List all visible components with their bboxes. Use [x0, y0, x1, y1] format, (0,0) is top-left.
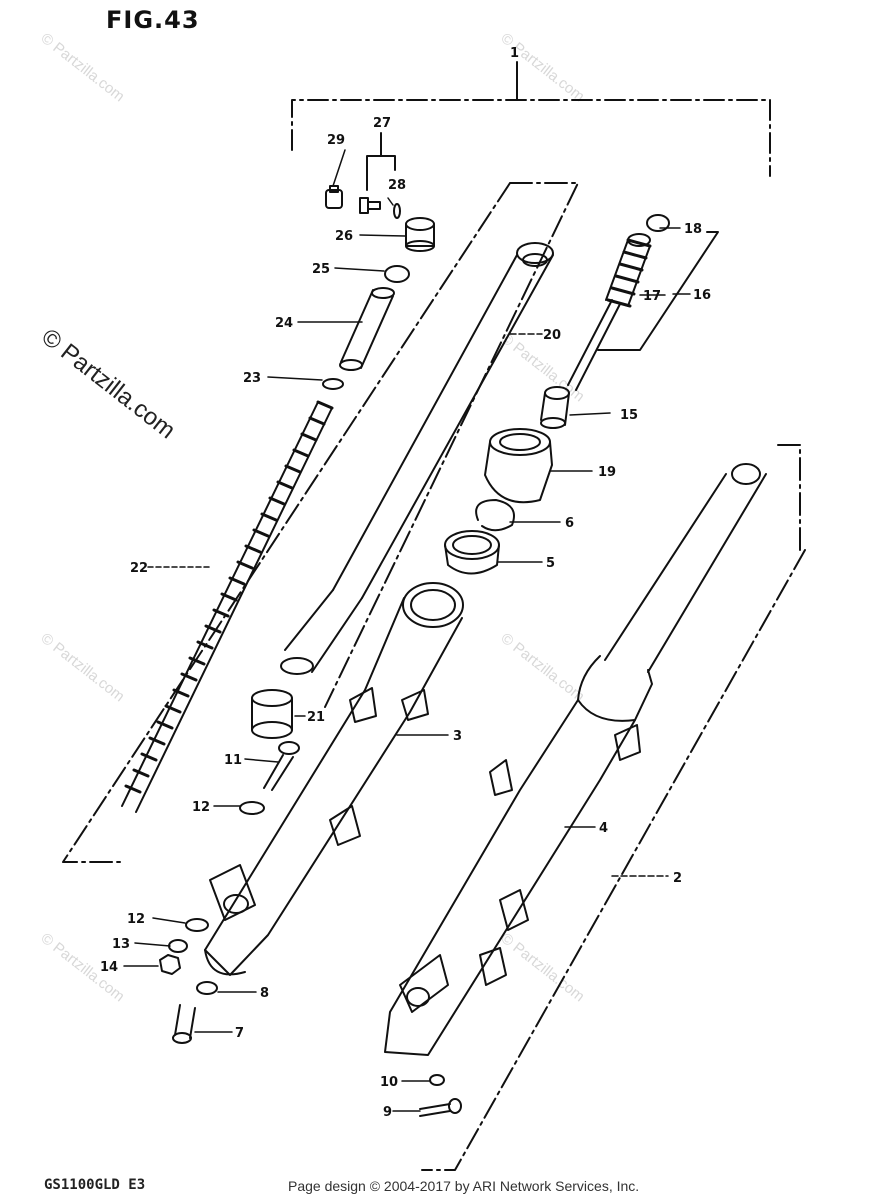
watermark-2: © Partzilla.com [498, 30, 588, 106]
part-23-washer [322, 378, 344, 390]
leader-lines [123, 149, 691, 1112]
part-12-washer-upper [239, 801, 265, 815]
callout-29: 29 [327, 133, 345, 148]
group-bracket-2 [421, 444, 806, 1171]
callout-12-lower: 12 [127, 912, 145, 927]
callout-3: 3 [453, 729, 462, 744]
callout-28: 28 [388, 178, 406, 193]
part-25-o-ring [384, 265, 410, 283]
callout-4: 4 [599, 821, 608, 836]
part-28-o-ring [393, 203, 401, 219]
callout-17: 17 [643, 289, 661, 304]
part-16-damper-rod [567, 299, 621, 391]
callout-12-upper: 12 [192, 800, 210, 815]
callout-15: 15 [620, 408, 638, 423]
part-4-outer-tube-lower [384, 699, 641, 1056]
part-24-spacer [339, 287, 395, 371]
callout-labels: 1 2 3 4 5 6 7 8 9 10 11 12 12 13 14 15 1… [100, 46, 711, 1120]
watermark-main: © Partzilla.com [36, 323, 180, 444]
callout-8: 8 [260, 986, 269, 1001]
callout-14: 14 [100, 960, 118, 975]
copyright-footer: Page design © 2004-2017 by ARI Network S… [288, 1178, 640, 1194]
part-17-rebound-spring [605, 233, 652, 308]
callout-23: 23 [243, 371, 261, 386]
part-11-bolt [263, 741, 300, 791]
model-code: GS1100GLD E3 [44, 1177, 146, 1193]
callout-2: 2 [673, 871, 682, 886]
watermark-1: © Partzilla.com [38, 30, 128, 106]
callout-21: 21 [307, 710, 325, 725]
watermark-7: © Partzilla.com [498, 930, 588, 1006]
part-9-bolt [419, 1098, 462, 1117]
callout-25: 25 [312, 262, 330, 277]
callout-24: 24 [275, 316, 293, 331]
callout-18: 18 [684, 222, 702, 237]
callout-27: 27 [373, 116, 391, 131]
part-21-piston-ring [251, 689, 293, 739]
callout-22: 22 [130, 561, 148, 576]
callout-6: 6 [565, 516, 574, 531]
inner-assembly-boundary [62, 182, 579, 863]
part-8-washer [196, 981, 218, 995]
watermark-4: © Partzilla.com [38, 630, 128, 706]
part-5-oil-seal [444, 530, 500, 575]
callout-11: 11 [224, 753, 242, 768]
figure-title: FIG.43 [106, 6, 200, 34]
callout-5: 5 [546, 556, 555, 571]
callout-7: 7 [235, 1026, 244, 1041]
callout-10: 10 [380, 1075, 398, 1090]
part-18-piston-ring [646, 214, 670, 232]
callout-19: 19 [598, 465, 616, 480]
part-10-washer [429, 1074, 445, 1086]
part-13-washer [168, 939, 188, 953]
part-3-outer-tube [204, 582, 464, 976]
bracket-16 [597, 231, 719, 351]
part-22-spring [121, 400, 334, 813]
part-15-seat [540, 386, 570, 429]
part-26-fork-cap [405, 217, 435, 252]
watermark-group: © Partzilla.com © Partzilla.com © Partzi… [36, 30, 587, 1006]
callout-20: 20 [543, 328, 561, 343]
watermark-5: © Partzilla.com [498, 630, 588, 706]
group-bracket-1 [291, 99, 771, 177]
part-7-drain-bolt [172, 1004, 196, 1044]
part-27-screw [359, 197, 381, 214]
part-12-washer-lower [185, 918, 209, 932]
callout-16: 16 [693, 288, 711, 303]
part-20-damper-rod [280, 242, 554, 675]
part-14-nut [159, 954, 181, 975]
callout-26: 26 [335, 229, 353, 244]
callout-9: 9 [383, 1105, 392, 1120]
callout-13: 13 [112, 937, 130, 952]
part-19-dust-seal [484, 428, 553, 504]
part-29-cap-bolt [325, 185, 343, 209]
part-6-snap-ring [475, 499, 515, 532]
part-2-fork-assembly [577, 463, 767, 722]
callout-1: 1 [510, 46, 519, 61]
